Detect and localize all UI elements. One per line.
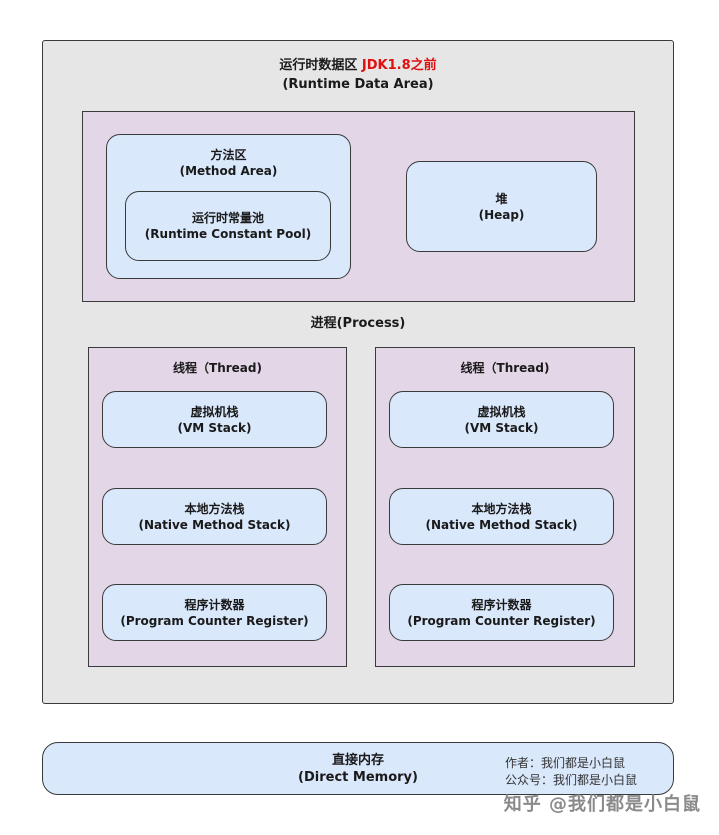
heap: 堆 (Heap) [406,161,597,252]
watermark: 知乎 @我们都是小白鼠 [503,794,701,815]
direct-memory-label-cn: 直接内存 [331,753,384,768]
vm-stack-label-cn: 虚拟机栈 [190,404,239,419]
official-account-line: 公众号：我们都是小白鼠 [505,773,638,787]
pc-register-label-cn: 程序计数器 [184,597,245,612]
runtime-data-area-title-cn: 运行时数据区 [279,58,358,73]
native-method-stack: 本地方法栈 (Native Method Stack) [389,488,614,545]
runtime-data-area-title: 运行时数据区 JDK1.8之前 [43,58,673,74]
direct-memory-label-en: (Direct Memory) [298,770,418,785]
program-counter-register: 程序计数器 (Program Counter Register) [102,584,327,641]
direct-memory: 直接内存 (Direct Memory) [42,742,674,795]
vm-stack: 虚拟机栈 (VM Stack) [389,391,614,448]
author-line: 作者：我们都是小白鼠 [505,756,626,770]
runtime-constant-pool: 运行时常量池 (Runtime Constant Pool) [125,191,331,261]
vm-stack: 虚拟机栈 (VM Stack) [102,391,327,448]
process-label: 进程(Process) [310,316,406,331]
pc-register-label-cn: 程序计数器 [471,597,532,612]
heap-label-cn: 堆 [495,191,508,206]
vm-stack-label-en: (VM Stack) [464,420,539,435]
constant-pool-label-cn: 运行时常量池 [191,211,264,225]
heap-label-en: (Heap) [478,207,525,222]
native-stack-label-en: (Native Method Stack) [425,517,578,532]
pc-register-label-en: (Program Counter Register) [407,613,596,628]
vm-stack-label-cn: 虚拟机栈 [477,404,526,419]
native-stack-label-cn: 本地方法栈 [184,501,245,516]
method-area-label-cn: 方法区 [210,148,247,162]
native-method-stack: 本地方法栈 (Native Method Stack) [102,488,327,545]
program-counter-register: 程序计数器 (Program Counter Register) [389,584,614,641]
thread-title: 线程（Thread) [173,361,262,375]
jdk-version-note: JDK1.8之前 [361,58,437,73]
vm-stack-label-en: (VM Stack) [177,420,252,435]
pc-register-label-en: (Program Counter Register) [120,613,309,628]
method-area-label-en: (Method Area) [179,164,278,178]
native-stack-label-cn: 本地方法栈 [471,501,532,516]
native-stack-label-en: (Native Method Stack) [138,517,291,532]
constant-pool-label-en: (Runtime Constant Pool) [144,227,312,241]
author-note: 作者：我们都是小白鼠 公众号：我们都是小白鼠 [505,755,637,789]
runtime-data-area-title-en: (Runtime Data Area) [282,77,434,92]
thread-title: 线程（Thread) [460,361,550,375]
